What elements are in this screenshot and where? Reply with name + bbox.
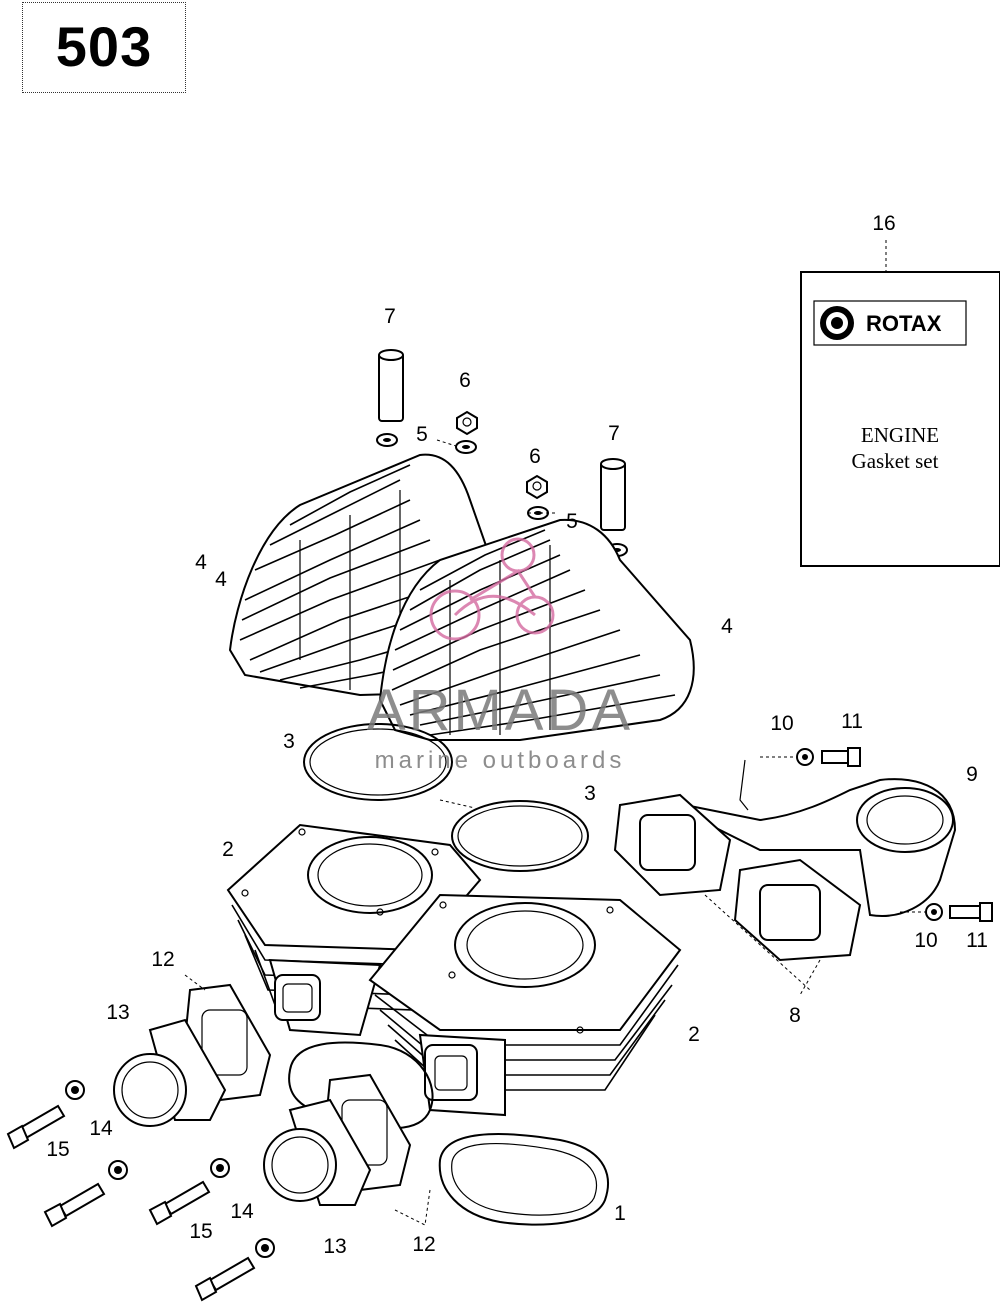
- callout-4: 4: [215, 568, 227, 591]
- cylinder-right: [368, 893, 682, 1117]
- intake-hardware: [6, 974, 431, 1302]
- callout-12: 12: [151, 948, 174, 971]
- rotax-brand: ROTAX: [866, 311, 942, 336]
- watermark-subtitle: marine outboards: [375, 747, 626, 774]
- callout-6: 6: [459, 369, 471, 392]
- callout-2: 2: [222, 838, 234, 861]
- callout-7: 7: [384, 305, 396, 328]
- gasket-set-line1: ENGINE: [861, 423, 939, 447]
- head-hardware: [376, 349, 628, 557]
- gasket-set-manual: ROTAX ENGINE Gasket set: [800, 240, 1000, 567]
- callout-4: 4: [721, 615, 733, 638]
- callout-3: 3: [283, 730, 295, 753]
- cylinder-head-right: [378, 518, 695, 741]
- callout-2: 2: [688, 1023, 700, 1046]
- callout-4: 4: [195, 551, 207, 574]
- gasket-set-line2: Gasket set: [852, 449, 939, 473]
- callout-10: 10: [914, 929, 937, 952]
- callout-13: 13: [323, 1235, 346, 1258]
- callout-11: 11: [966, 929, 988, 952]
- model-number: 503: [55, 15, 153, 78]
- callout-12: 12: [412, 1233, 435, 1256]
- callout-6: 6: [529, 445, 541, 468]
- callout-11: 11: [841, 710, 863, 733]
- watermark: ARMADA marine outboards: [367, 537, 633, 774]
- cylinder-left: [226, 823, 482, 1037]
- head-gaskets: [303, 723, 589, 872]
- callout-10: 10: [770, 712, 793, 735]
- callout-5: 5: [416, 423, 428, 446]
- callout-14: 14: [230, 1200, 254, 1223]
- callout-16: 16: [872, 212, 895, 235]
- intake-left: [113, 983, 272, 1127]
- model-number-box: 503: [22, 2, 186, 93]
- intake-right: [263, 1073, 412, 1206]
- rotax-logo-icon: [820, 306, 854, 340]
- manifold-hardware: [796, 747, 993, 922]
- callout-labels: 16 7 6 5 7 6 5 4 4 4 3 3 2 2 1 10 11 9 1…: [46, 212, 988, 1258]
- callout-5: 5: [566, 510, 578, 533]
- callout-9: 9: [966, 763, 978, 786]
- callout-1: 1: [614, 1202, 626, 1225]
- callout-14: 14: [89, 1117, 113, 1140]
- callout-15: 15: [189, 1220, 212, 1243]
- callout-13: 13: [106, 1001, 129, 1024]
- armada-logo-icon: [429, 537, 555, 641]
- exhaust-manifold: [613, 756, 957, 996]
- callout-3: 3: [584, 782, 596, 805]
- watermark-title: ARMADA: [367, 678, 633, 743]
- callout-15: 15: [46, 1138, 69, 1161]
- callout-7: 7: [608, 422, 620, 445]
- callout-8: 8: [789, 1004, 801, 1027]
